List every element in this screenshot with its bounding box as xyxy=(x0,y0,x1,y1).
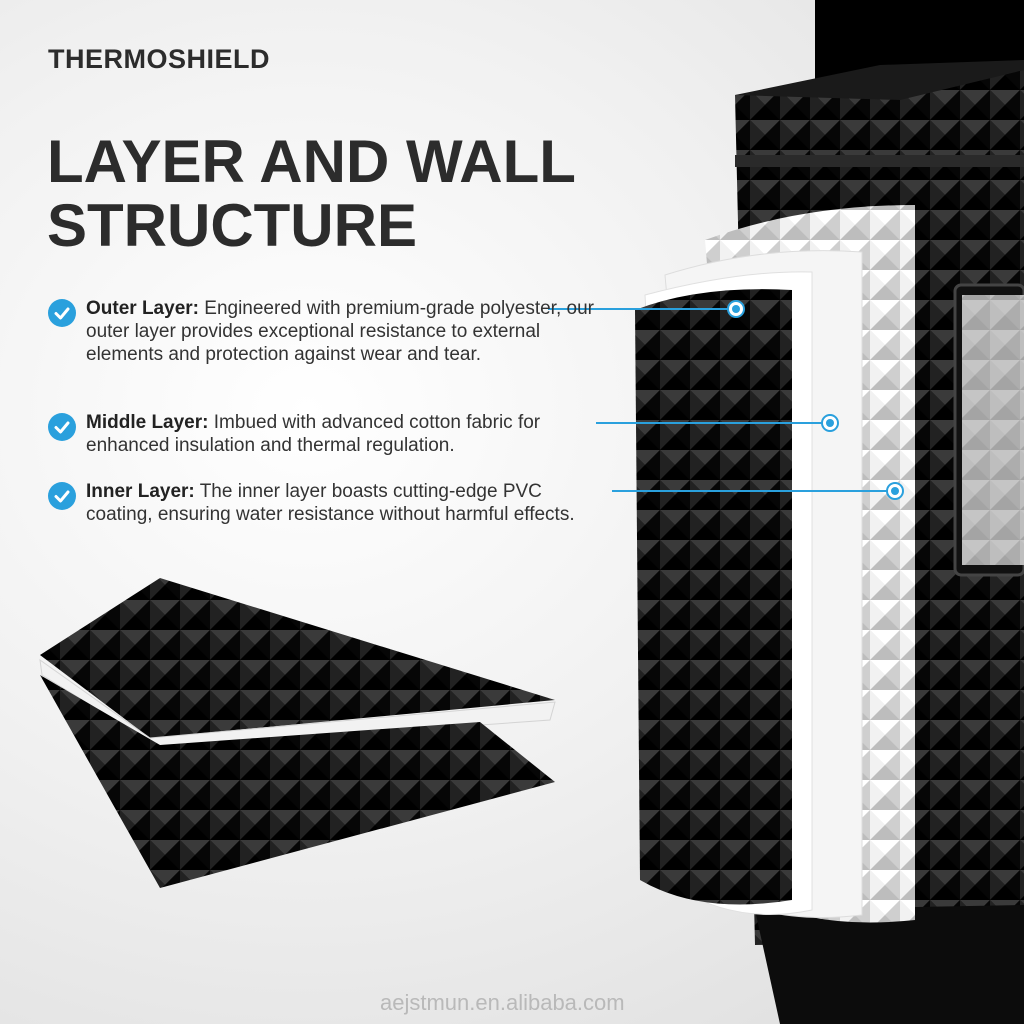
check-circle-icon xyxy=(48,299,76,327)
callout-lines xyxy=(548,300,904,500)
wall-layers xyxy=(635,205,915,923)
layer-sample xyxy=(39,578,556,888)
feature-description: Imbued with advanced cotton fabric for e… xyxy=(86,412,541,456)
feature-text: Inner Layer: The inner layer boasts cutt… xyxy=(86,480,606,526)
check-circle-icon xyxy=(48,413,76,441)
feature-text: Outer Layer: Engineered with premium-gra… xyxy=(86,297,606,366)
feature-title: Outer Layer: xyxy=(86,298,199,319)
feature-description: The inner layer boasts cutting-edge PVC … xyxy=(86,481,575,525)
page-title: LAYER AND WALL STRUCTURE xyxy=(47,128,575,259)
feature-text: Middle Layer: Imbued with advanced cotto… xyxy=(86,411,606,457)
feature-description: Engineered with premium-grade polyester,… xyxy=(86,298,594,365)
brand-name: THERMOSHIELD xyxy=(48,44,270,74)
check-circle-icon xyxy=(48,482,76,510)
feature-title: Inner Layer: xyxy=(86,481,195,502)
feature-title: Middle Layer: xyxy=(86,412,209,433)
watermark: aejstmun.en.alibaba.com xyxy=(380,990,625,1015)
